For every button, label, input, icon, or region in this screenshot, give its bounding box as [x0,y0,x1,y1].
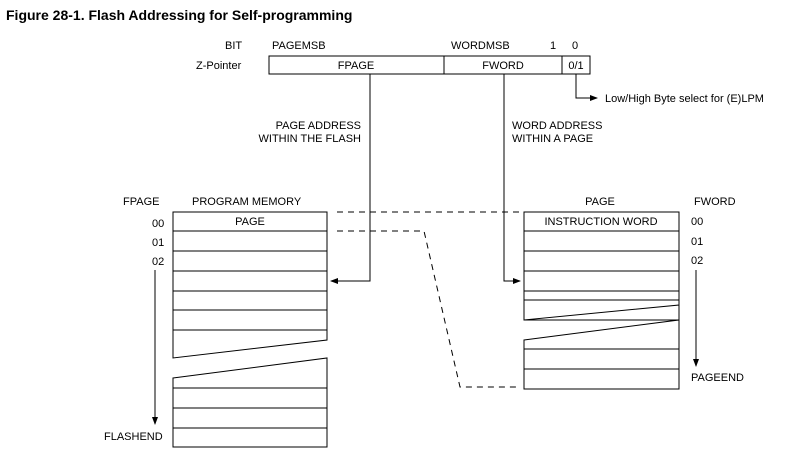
page-row-label-00: 00 [691,216,703,228]
page-address-label-1: PAGE ADDRESS [276,120,361,132]
pagemsb-label: PAGEMSB [272,40,326,52]
program-memory-lower-frame [172,387,328,448]
fpage-pointer-arrow [330,74,371,284]
page-break-top [523,299,680,321]
byte-select-note: Low/High Byte select for (E)LPM [605,93,764,105]
word-address-label-1: WORD ADDRESS [512,120,602,132]
z-pointer-label: Z-Pointer [196,60,242,72]
program-memory-row-label-01: 01 [152,237,164,249]
program-memory-title: PROGRAM MEMORY [192,196,302,208]
program-memory-page-row: PAGE [235,216,265,228]
program-memory-axis-label: FPAGE [123,196,159,208]
pageend-label: PAGEEND [691,372,744,384]
fword-pointer-arrow [503,74,521,284]
byte-select-field: 0/1 [568,60,583,72]
bit-1-label: 1 [550,40,556,52]
page-axis-label: FWORD [694,196,736,208]
page-mapping-bottom-line [337,230,520,388]
word-address-label-2: WITHIN A PAGE [512,133,593,145]
bit-label: BIT [225,40,242,52]
fpage-field: FPAGE [338,60,374,72]
program-memory-break-bottom [172,357,328,389]
program-memory-row-label-02: 02 [152,256,164,268]
program-memory-break-top [172,329,328,359]
page-block: INSTRUCTION WORD [523,211,680,390]
byte-select-arrow [575,74,598,101]
bit-0-label: 0 [572,40,578,52]
figure-title: Figure 28-1. Flash Addressing for Self-p… [6,7,352,23]
fword-field: FWORD [482,60,524,72]
flashend-label: FLASHEND [104,431,163,443]
z-pointer-register [268,55,591,75]
program-memory-row-label-00: 00 [152,218,164,230]
page-row-label-01: 01 [691,236,703,248]
wordmsb-label: WORDMSB [451,40,510,52]
page-break-bottom [523,319,680,350]
instruction-word-row: INSTRUCTION WORD [544,216,657,228]
program-memory-block: PAGE [172,211,328,448]
page-address-label-2: WITHIN THE FLASH [259,133,362,145]
page-title: PAGE [585,196,615,208]
page-row-label-02: 02 [691,255,703,267]
